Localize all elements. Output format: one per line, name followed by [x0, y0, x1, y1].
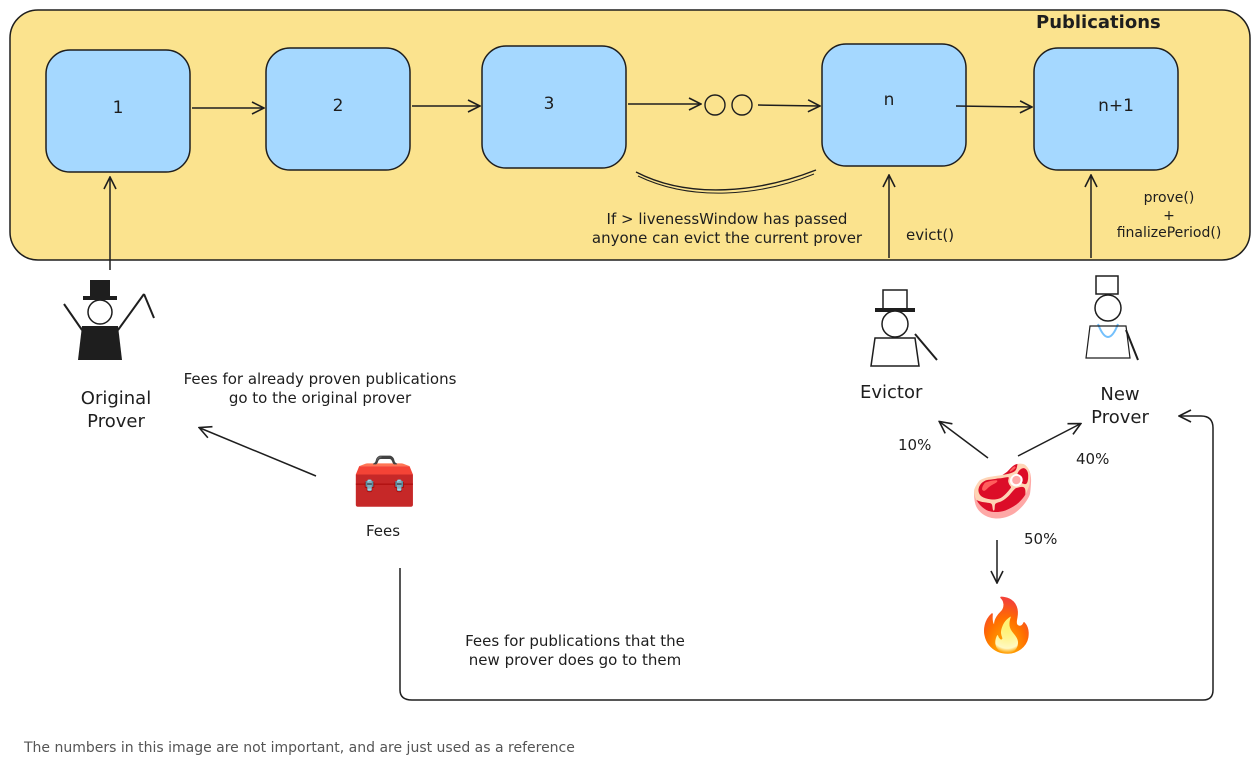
fees-to-original-note: Fees for already proven publications go …: [170, 370, 470, 408]
liveness-note-line2: anyone can evict the current prover: [591, 228, 863, 247]
new-prover-pct: 40%: [1076, 450, 1110, 468]
split-to-new-prover-arrow: [1017, 424, 1080, 457]
publication-node-n: [821, 43, 967, 167]
publication-label-2: 2: [332, 96, 344, 116]
prove-call-line2: +: [1163, 207, 1175, 224]
publication-node-3: [481, 45, 627, 169]
evictor-pct: 10%: [898, 436, 932, 454]
original-prover-label: Original Prover: [66, 388, 166, 433]
new-prover-figure: [1085, 275, 1139, 361]
prove-call-line1: prove(): [1143, 190, 1195, 206]
original-prover-line1: Original: [80, 388, 152, 409]
fees-to-new-line1: Fees for publications that the: [465, 632, 685, 650]
fees-to-new-note: Fees for publications that the new prove…: [440, 632, 710, 670]
ellipsis-dot-2: [731, 94, 753, 116]
original-prover-figure: [63, 280, 155, 360]
chain-arrow-n-n-plus-1: [955, 106, 1031, 107]
fire-icon: 🔥: [974, 596, 1039, 656]
evict-call-label: evict(): [906, 226, 955, 244]
liveness-note: If > livenessWindow has passed anyone ca…: [582, 210, 872, 248]
publication-node-n-plus-1: [1033, 47, 1179, 171]
fees-to-new-prover-path: [399, 416, 1214, 701]
treasure-chest-icon: 🧰: [352, 452, 417, 512]
publication-node-1: [45, 49, 191, 173]
split-to-evictor-arrow: [940, 422, 989, 459]
fees-to-original-line1: Fees for already proven publications: [183, 370, 457, 388]
chain-arrow-ellipsis-n: [757, 105, 819, 106]
fees-to-original-line2: go to the original prover: [228, 388, 412, 407]
fees-label: Fees: [366, 522, 401, 540]
meat-icon: 🥩: [970, 462, 1035, 522]
publication-label-3: 3: [543, 94, 555, 114]
new-prover-line2: Prover: [1091, 406, 1149, 428]
liveness-brace: [635, 169, 817, 191]
original-prover-line2: Prover: [87, 410, 145, 432]
fees-to-new-line2: new prover does go to them: [468, 650, 682, 669]
evictor-label: Evictor: [860, 382, 923, 403]
publication-label-n-plus-1: n+1: [1098, 96, 1134, 116]
new-prover-label: New Prover: [1070, 384, 1170, 429]
ellipsis-dot-1: [704, 94, 726, 116]
footnote: The numbers in this image are not import…: [24, 740, 575, 756]
prove-call-label: prove() + finalizePeriod(): [1104, 190, 1234, 243]
evictor-figure: [870, 289, 938, 367]
prove-call-line3: finalizePeriod(): [1116, 225, 1222, 241]
panel-title: Publications: [1036, 12, 1161, 33]
publication-label-1: 1: [112, 98, 124, 118]
publication-node-2: [265, 47, 411, 171]
burn-pct: 50%: [1024, 530, 1058, 548]
liveness-note-line1: If > livenessWindow has passed: [606, 210, 848, 228]
fees-to-original-arrow: [200, 428, 317, 477]
liveness-brace-2: [637, 173, 815, 194]
new-prover-line1: New: [1100, 384, 1140, 405]
publication-label-n: n: [883, 90, 895, 110]
